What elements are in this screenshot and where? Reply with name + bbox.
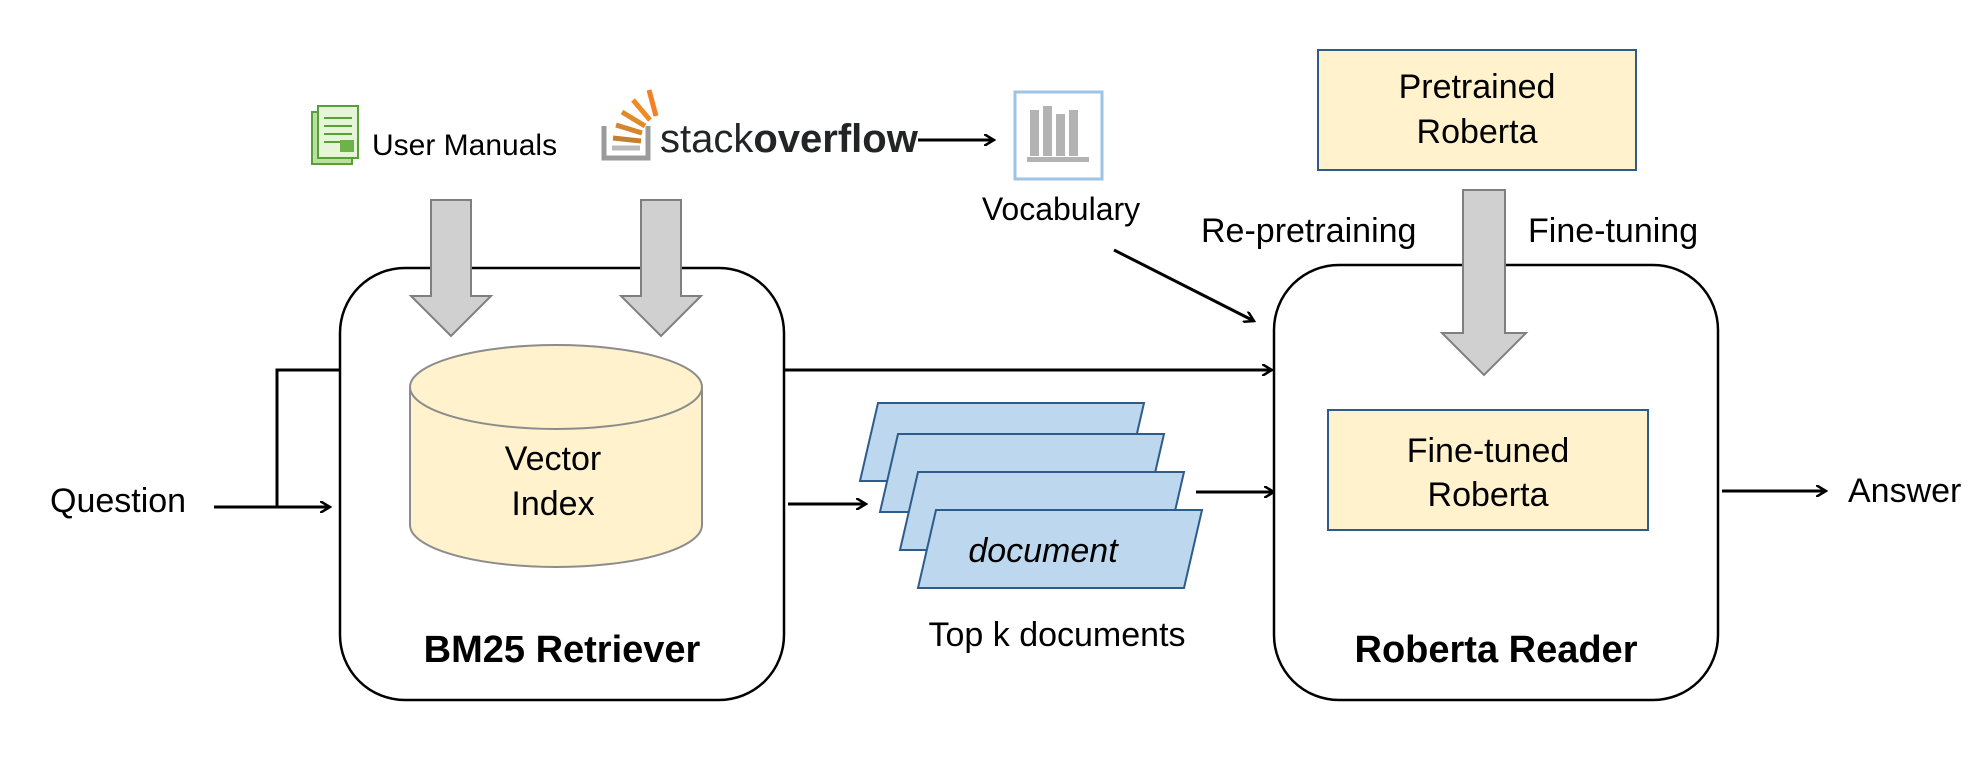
vocabulary-label: Vocabulary — [982, 191, 1140, 227]
training-arrow — [1439, 189, 1529, 377]
vocabulary-to-reader-arrow — [1113, 248, 1254, 321]
roberta-reader-title: Roberta Reader — [1355, 629, 1638, 671]
re-pretraining-label: Re-pretraining — [1201, 212, 1416, 250]
user-manuals-label: User Manuals — [372, 129, 557, 162]
pretrained-roberta-box — [1317, 49, 1637, 171]
vocabulary-icon — [1013, 90, 1104, 181]
top-k-documents-caption: Top k documents — [928, 616, 1185, 654]
vector-index-line1: Vector — [505, 440, 601, 478]
pretrained-line1: Pretrained — [1399, 68, 1556, 106]
question-label: Question — [50, 482, 186, 520]
vector-index-line2: Index — [511, 485, 594, 523]
stackoverflow-ingest-arrow — [618, 199, 704, 338]
svg-text:stackoverflow: stackoverflow — [660, 117, 919, 161]
pretrained-line2: Roberta — [1417, 113, 1538, 151]
user-manuals-icon — [311, 105, 359, 165]
fine-tuned-line2: Roberta — [1428, 476, 1549, 514]
stackoverflow-text-bold: overflow — [753, 117, 918, 161]
vector-index-cylinder — [409, 344, 703, 568]
question-bypass-line — [275, 368, 340, 507]
bm25-retriever-title: BM25 Retriever — [424, 629, 701, 671]
document-label: document — [968, 532, 1119, 570]
manuals-ingest-arrow — [408, 199, 494, 338]
document-stack — [858, 402, 1204, 589]
stackoverflow-text-light: stack — [660, 117, 754, 161]
stackoverflow-logo: stackoverflow — [601, 89, 919, 161]
fine-tuned-line1: Fine-tuned — [1407, 432, 1570, 470]
answer-label: Answer — [1848, 472, 1961, 510]
fine-tuning-label: Fine-tuning — [1528, 212, 1698, 250]
fine-tuned-roberta-box — [1327, 409, 1649, 531]
document-sheet — [916, 509, 1204, 589]
